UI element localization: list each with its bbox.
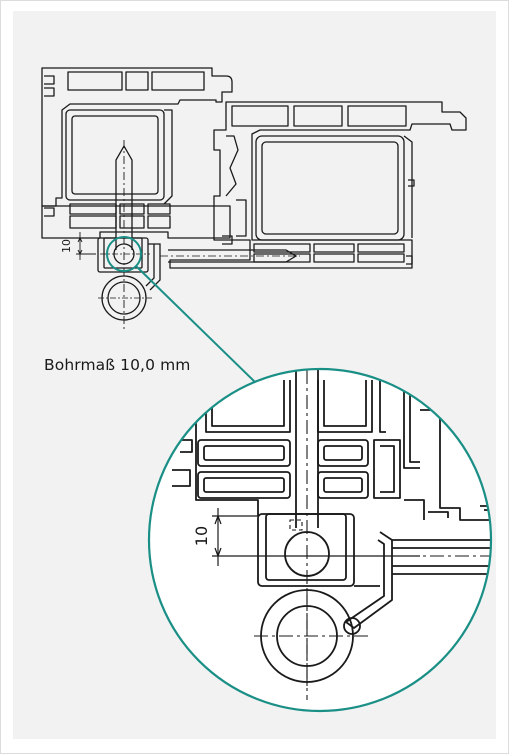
overview-dimension	[76, 232, 96, 260]
detail-leader	[106, 236, 256, 383]
overview-hinge	[97, 237, 300, 321]
detail-hinge	[254, 513, 393, 690]
detail-dimension	[212, 508, 420, 566]
drill-caption: Bohrmaß 10,0 mm	[44, 356, 191, 374]
overview-profile	[41, 67, 467, 269]
detail-dimension-label: 10	[192, 526, 211, 546]
overview-dimension-label: 10	[60, 239, 73, 253]
detail-circle-outline	[147, 367, 493, 713]
detail-view: 10	[147, 367, 493, 713]
overview-drill-bit	[115, 140, 133, 330]
